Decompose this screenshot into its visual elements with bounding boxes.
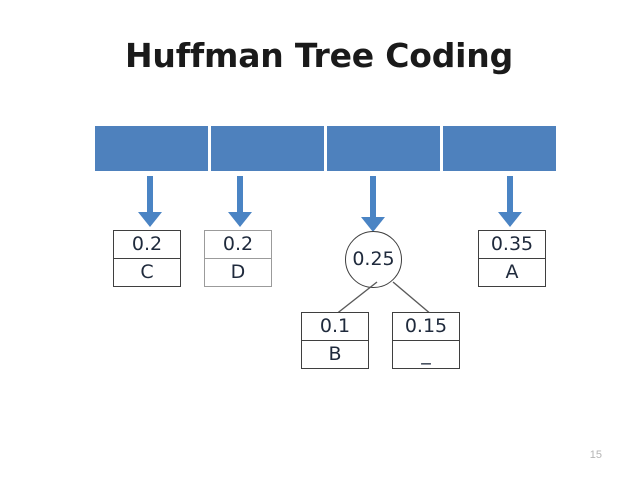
tree-node-space[interactable]: 0.15 _	[392, 312, 460, 369]
down-arrow-icon-to-merged-node	[361, 176, 385, 232]
tree-node-b-symbol: B	[328, 343, 342, 365]
tree-connector-lines	[334, 281, 433, 316]
tree-node-space-symbol: _	[421, 343, 431, 365]
down-arrow-icon-to-a	[498, 176, 522, 227]
array-cell-2[interactable]	[211, 126, 324, 171]
tree-node-a[interactable]: 0.35 A	[478, 230, 546, 287]
tree-node-d[interactable]: 0.2 D	[204, 230, 272, 287]
page-title: Huffman Tree Coding	[124, 36, 513, 75]
down-arrow-icon-to-d	[228, 176, 252, 227]
tree-node-c[interactable]: 0.2 C	[113, 230, 181, 287]
tree-node-a-symbol: A	[505, 261, 519, 283]
down-arrow-icon-to-c	[138, 176, 162, 227]
page-number: 15	[589, 449, 602, 461]
array-cell-3[interactable]	[327, 126, 440, 171]
tree-node-d-weight: 0.2	[205, 231, 271, 259]
array-cell-1[interactable]	[95, 126, 208, 171]
tree-node-d-symbol: D	[230, 261, 246, 283]
tree-node-b[interactable]: 0.1 B	[301, 312, 369, 369]
tree-node-b-weight: 0.1	[302, 313, 368, 341]
array-bar	[95, 126, 556, 171]
tree-node-merged-025[interactable]: 0.25	[345, 231, 402, 288]
array-cell-4[interactable]	[443, 126, 556, 171]
tree-node-space-weight: 0.15	[393, 313, 459, 341]
tree-node-c-weight: 0.2	[114, 231, 180, 259]
tree-node-c-symbol: C	[140, 261, 154, 283]
tree-node-a-weight: 0.35	[479, 231, 545, 259]
